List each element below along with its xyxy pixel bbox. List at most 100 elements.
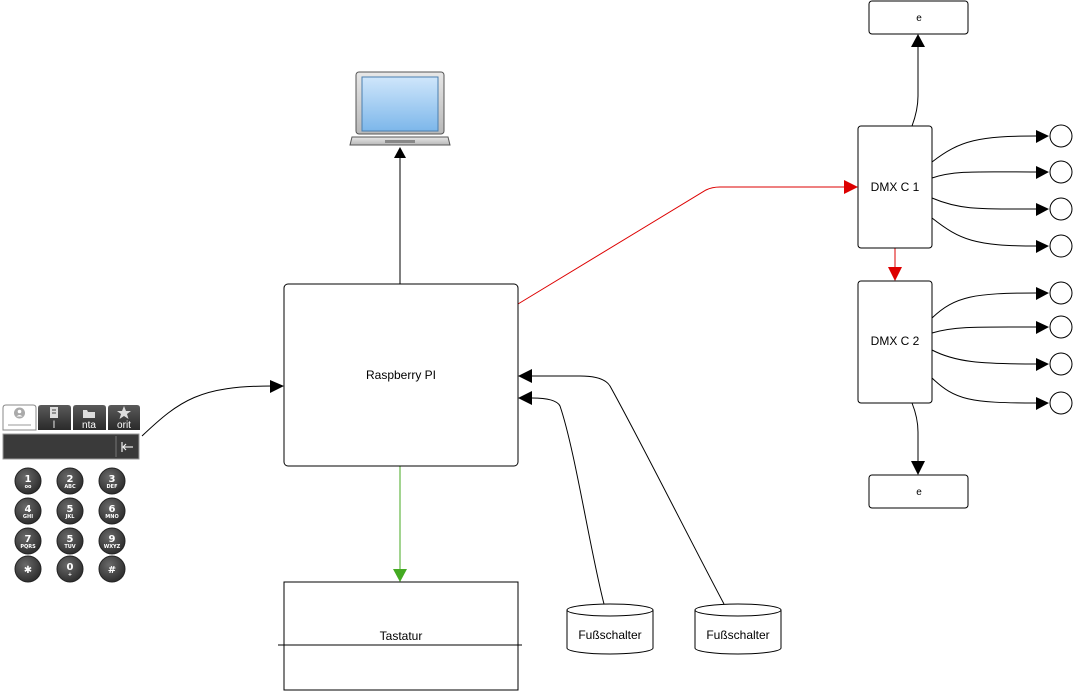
arrowhead-top-e: [911, 34, 925, 47]
link-phone-raspberry: [141, 385, 273, 437]
arrowhead-dmx1: [844, 180, 858, 194]
arrowhead-dmx2: [888, 267, 902, 281]
keypad-key-digit: 9: [109, 534, 116, 545]
output-circle: [1049, 197, 1073, 221]
link-dmx1-top-e: [911, 46, 919, 127]
keypad-key-digit: 0: [67, 562, 74, 573]
arrowhead-raspberry-right-low: [518, 391, 532, 405]
arrowhead-out4: [1036, 240, 1049, 253]
phone-tab-contacts[interactable]: [2, 404, 37, 431]
keypad-key-letters: +: [68, 572, 72, 578]
arrowhead-bottom-e: [911, 461, 925, 475]
keypad-key-digit: #: [108, 565, 116, 576]
phone-tab-favorites[interactable]: orit: [108, 405, 140, 431]
keypad-key-digit: 2: [67, 474, 74, 485]
keypad-key-letters: PQRS: [20, 544, 36, 550]
arrowhead-raspberry-right-high: [518, 369, 532, 383]
link-dmx1-out4: [931, 217, 1037, 247]
dmx2-label: DMX C 2: [871, 334, 920, 348]
dmx2-node[interactable]: DMX C 2: [857, 280, 933, 404]
arrowhead-out3: [1036, 203, 1049, 216]
arrowhead-raspberry-left: [270, 380, 284, 393]
output-circle: [1049, 315, 1073, 339]
output-circle: [1049, 160, 1073, 184]
fussschalter-2[interactable]: Fußschalter: [694, 603, 782, 655]
output-circle: [1049, 234, 1073, 258]
tastatur-node[interactable]: Tastatur: [278, 581, 522, 691]
dmx1-node[interactable]: DMX C 1: [857, 125, 933, 249]
phone-tab-list[interactable]: l: [38, 405, 71, 431]
keypad-key-letters: WXYZ: [104, 544, 121, 550]
raspberry-label: Raspberry PI: [366, 368, 436, 382]
keypad-key-digit: 3: [109, 474, 116, 485]
keypad-key[interactable]: 1oo: [14, 467, 42, 495]
arrowhead-tastatur: [393, 569, 407, 582]
keypad-key-digit: 5: [67, 534, 74, 545]
arrowhead-out8: [1036, 397, 1049, 410]
arrowhead-out7: [1036, 358, 1049, 371]
raspberry-node[interactable]: Raspberry PI: [283, 283, 519, 467]
keypad-key-digit: 6: [109, 504, 116, 515]
phone-tab-folder[interactable]: nta: [73, 405, 106, 431]
tastatur-label: Tastatur: [380, 629, 423, 643]
phone-tab-list-label: l: [53, 420, 55, 431]
link-fuss2-raspberry: [532, 375, 725, 605]
keypad-key[interactable]: ✱: [14, 555, 42, 583]
bottom-e-label: e: [916, 487, 922, 498]
phone-tab-favorites-label: orit: [117, 420, 131, 431]
arrowhead-out5: [1036, 287, 1049, 300]
phone-number-field[interactable]: [2, 433, 140, 460]
arrowhead-out2: [1036, 166, 1049, 179]
arrowhead-out1: [1036, 130, 1049, 143]
output-circle: [1049, 281, 1073, 305]
dmx-outputs: [1049, 124, 1073, 415]
keypad-key-letters: oo: [25, 484, 32, 490]
keypad-key[interactable]: #: [98, 555, 126, 583]
fussschalter-2-label: Fußschalter: [706, 628, 769, 642]
keypad-key-letters: DEF: [107, 484, 118, 490]
link-dmx1-out2: [931, 171, 1037, 179]
keypad-key[interactable]: 0+: [56, 555, 84, 583]
link-fuss1-raspberry: [531, 397, 605, 605]
link-dmx2-out1: [931, 292, 1037, 319]
keypad-key-letters: ABC: [64, 484, 76, 490]
keypad-key-letters: JKL: [65, 514, 76, 520]
keypad-key-digit: ✱: [24, 565, 32, 576]
arrowhead-out6: [1036, 321, 1049, 334]
link-dmx1-out3: [931, 197, 1037, 210]
keypad-key-digit: 1: [25, 474, 32, 485]
keypad-key-digit: 5: [67, 504, 74, 515]
output-circle: [1049, 352, 1073, 376]
link-raspberry-dmx1: [517, 186, 846, 305]
keypad-key-digit: 7: [25, 534, 32, 545]
keypad-key-digit: 4: [25, 504, 32, 515]
laptop-icon: [349, 71, 451, 146]
link-dmx2-out4: [931, 377, 1037, 404]
list-icon: [50, 407, 58, 418]
link-dmx2-bottom-e: [911, 402, 919, 462]
keypad-key-letters: TUV: [64, 544, 75, 550]
folder-icon: [83, 410, 95, 418]
phone-tab-folder-label: nta: [82, 420, 96, 431]
keypad-key-letters: MNO: [105, 514, 118, 520]
fussschalter-1[interactable]: Fußschalter: [566, 603, 654, 655]
link-dmx2-out2: [931, 326, 1037, 334]
link-dmx2-out3: [931, 349, 1037, 365]
connectors: [141, 34, 1049, 605]
arrowhead-laptop: [394, 147, 406, 158]
dmx1-label: DMX C 1: [871, 180, 920, 194]
bottom-e-node[interactable]: e: [868, 474, 969, 509]
contact-icon: [14, 407, 25, 419]
output-circle: [1049, 391, 1073, 415]
top-e-node[interactable]: e: [868, 0, 969, 35]
backspace-icon[interactable]: [121, 442, 133, 452]
